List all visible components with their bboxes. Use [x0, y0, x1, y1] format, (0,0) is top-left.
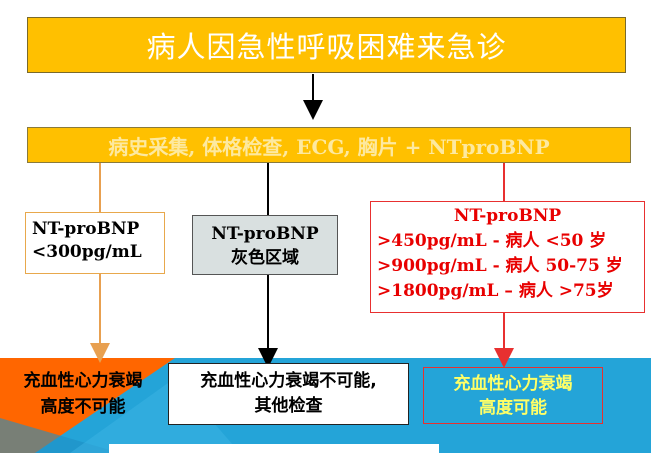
likely-line1: 充血性心力衰竭: [453, 374, 573, 394]
low-line2: <300pg/mL: [32, 242, 142, 262]
gray-line2: 灰色区域: [231, 248, 299, 268]
unlikely-line1: 充血性心力衰竭: [23, 371, 143, 391]
other-line1: 充血性心力衰竭不可能,: [200, 371, 377, 391]
high-title: NT-proBNP: [453, 206, 562, 226]
gray-line1: NT-proBNP: [211, 224, 319, 244]
unlikely-line2: 高度不可能: [40, 397, 126, 417]
outcome-likely: 充血性心力衰竭 高度可能: [423, 367, 603, 424]
footer-strip: [109, 444, 439, 453]
outcome-other-tests: 充血性心力衰竭不可能, 其他检查: [168, 363, 409, 425]
history-text: 病史采集, 体格检查, ECG, 胸片 + NTproBNP: [108, 134, 550, 159]
likely-line2: 高度可能: [479, 398, 547, 418]
outcome-unlikely: 充血性心力衰竭 高度不可能: [0, 362, 166, 428]
title-box: 病人因急性呼吸困难来急诊: [27, 17, 626, 73]
low-line1: NT-proBNP: [32, 219, 140, 239]
other-line2: 其他检查: [254, 396, 323, 416]
high-row: >900pg/mL - 病人 50-75 岁: [377, 256, 623, 276]
history-box: 病史采集, 体格检查, ECG, 胸片 + NTproBNP: [27, 127, 631, 163]
high-ntprobnp-box: NT-proBNP >450pg/mL - 病人 <50 岁 >900pg/mL…: [370, 201, 645, 313]
title-text: 病人因急性呼吸困难来急诊: [146, 30, 507, 64]
gray-zone-box: NT-proBNP 灰色区域: [192, 215, 338, 275]
low-ntprobnp-box: NT-proBNP <300pg/mL: [25, 212, 165, 274]
high-row: >1800pg/mL – 病人 >75岁: [377, 281, 614, 301]
high-row: >450pg/mL - 病人 <50 岁: [377, 231, 607, 251]
bottom-band-decoration: [0, 358, 240, 453]
